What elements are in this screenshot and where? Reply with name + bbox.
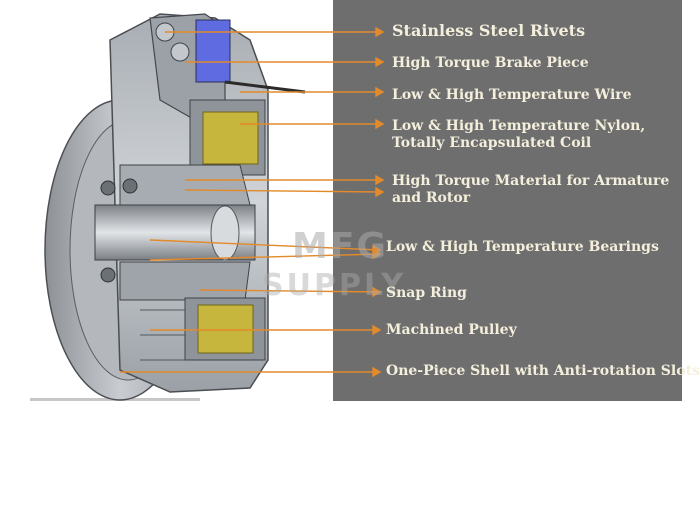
rivet-mid	[170, 42, 190, 62]
label-encapsulated-coil: Low & High Temperature Nylon, Totally En…	[392, 118, 646, 151]
label-stainless-steel-rivets: Stainless Steel Rivets	[392, 21, 586, 40]
leader-arrowhead	[372, 324, 382, 336]
leader-arrowhead	[375, 186, 385, 198]
leader-line	[149, 253, 381, 261]
bearing-ball	[122, 178, 138, 194]
bearing-ball	[100, 267, 116, 283]
leader-line	[199, 289, 381, 293]
leader-arrowhead	[372, 366, 382, 378]
label-bearings: Low & High Temperature Bearings	[386, 239, 659, 255]
snap-ring	[119, 261, 251, 301]
label-panel	[333, 0, 682, 401]
leader-line	[149, 239, 381, 251]
wire	[224, 80, 306, 94]
coil-upper	[202, 111, 259, 165]
rivet-housing	[195, 19, 231, 83]
armature-rotor	[119, 164, 251, 206]
leader-arrowhead	[375, 56, 385, 68]
hub-bore	[210, 205, 240, 261]
label-brake-piece: High Torque Brake Piece	[392, 55, 589, 71]
leader-lines	[120, 26, 385, 378]
leader-arrowhead	[375, 86, 385, 98]
leader-line	[184, 189, 384, 193]
leader-arrowhead	[372, 286, 382, 298]
label-snap-ring: Snap Ring	[386, 285, 467, 301]
coil-lower	[197, 304, 254, 354]
leader-arrowhead	[372, 248, 382, 260]
label-one-piece-shell: One-Piece Shell with Anti-rotation Slots	[386, 363, 700, 379]
bearing-ball	[100, 180, 116, 196]
leader-arrowhead	[375, 26, 385, 38]
leader-arrowhead	[375, 118, 385, 130]
label-machined-pulley: Machined Pulley	[386, 322, 517, 338]
label-armature-rotor: High Torque Material for Armature and Ro…	[392, 173, 670, 206]
leader-arrowhead	[375, 174, 385, 186]
pulley-groove	[140, 309, 185, 361]
label-temperature-wire: Low & High Temperature Wire	[392, 87, 632, 103]
